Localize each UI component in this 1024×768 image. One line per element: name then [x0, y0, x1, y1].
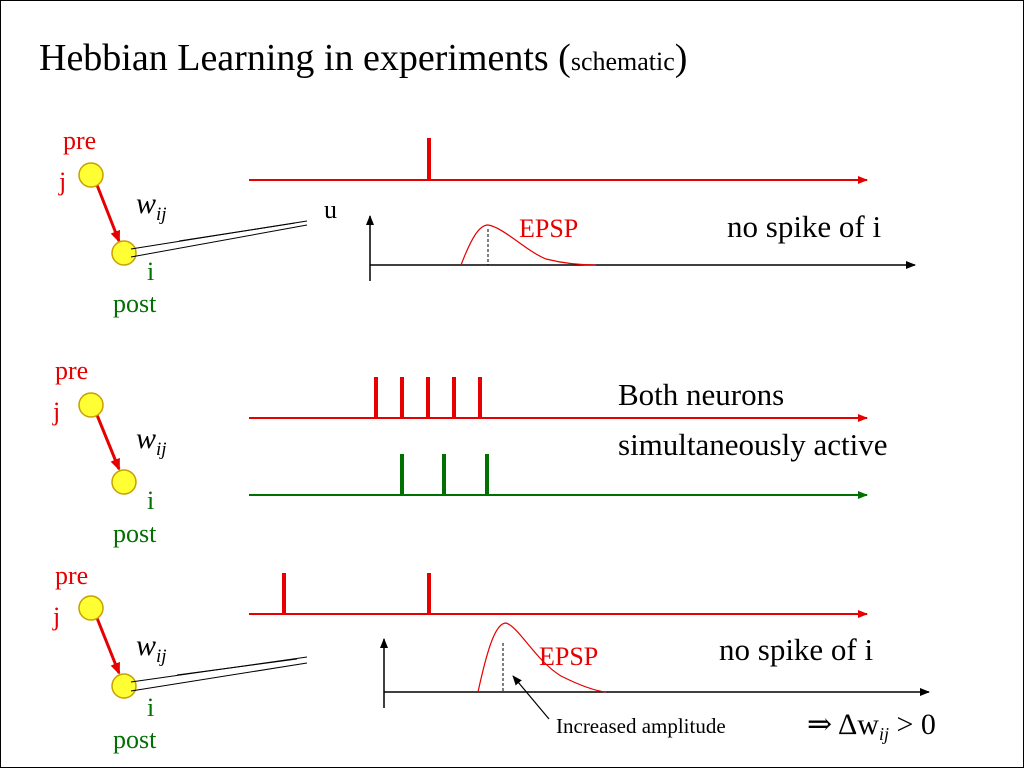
- pre-label: pre: [63, 126, 97, 155]
- pre-neuron: [78, 595, 104, 621]
- post-label: post: [113, 725, 157, 754]
- panel-2: [78, 377, 868, 499]
- weight-label: wij: [136, 422, 167, 460]
- pre-label: pre: [55, 561, 89, 590]
- j-label: j: [53, 397, 61, 426]
- pre-neuron: [78, 162, 104, 188]
- post-neuron: [111, 673, 137, 699]
- no-spike-note: no spike of i: [727, 209, 882, 244]
- synapse-arrow: [95, 414, 121, 471]
- panel-1: [78, 138, 916, 281]
- electrode: [130, 656, 308, 692]
- synapse-arrow: [95, 184, 121, 243]
- pre-spikes: [374, 377, 482, 418]
- both-active-note-line2: simultaneously active: [618, 427, 888, 462]
- epsp-label: EPSP: [539, 642, 599, 671]
- u-axis-label: u: [324, 195, 337, 224]
- both-active-note-line1: Both neurons: [618, 377, 785, 412]
- pre-neuron: [78, 392, 104, 418]
- epsp-curve: [460, 224, 597, 266]
- slide-title: Hebbian Learning in experiments (schemat…: [39, 37, 688, 79]
- annotation-arrow: [512, 675, 550, 720]
- post-label: post: [113, 289, 157, 318]
- i-label: i: [147, 693, 155, 722]
- i-label: i: [147, 257, 155, 286]
- pre-label: pre: [55, 356, 89, 385]
- epsp-label: EPSP: [519, 214, 579, 243]
- increased-amplitude-annotation: Increased amplitude: [556, 714, 726, 738]
- electrode: [130, 220, 308, 258]
- synapse-arrow: [95, 617, 121, 675]
- weight-change-formula: ⇒ Δwij > 0: [807, 708, 936, 744]
- epsp-curve: [477, 622, 607, 693]
- weight-label: wij: [136, 629, 167, 667]
- i-label: i: [147, 486, 155, 515]
- post-spikes: [400, 454, 489, 495]
- no-spike-note: no spike of i: [719, 632, 874, 667]
- post-neuron: [111, 240, 137, 266]
- post-label: post: [113, 519, 157, 548]
- panel-3: [78, 573, 930, 720]
- j-label: j: [53, 602, 61, 631]
- j-label: j: [59, 167, 67, 196]
- post-neuron: [111, 469, 137, 495]
- weight-label: wij: [136, 187, 167, 225]
